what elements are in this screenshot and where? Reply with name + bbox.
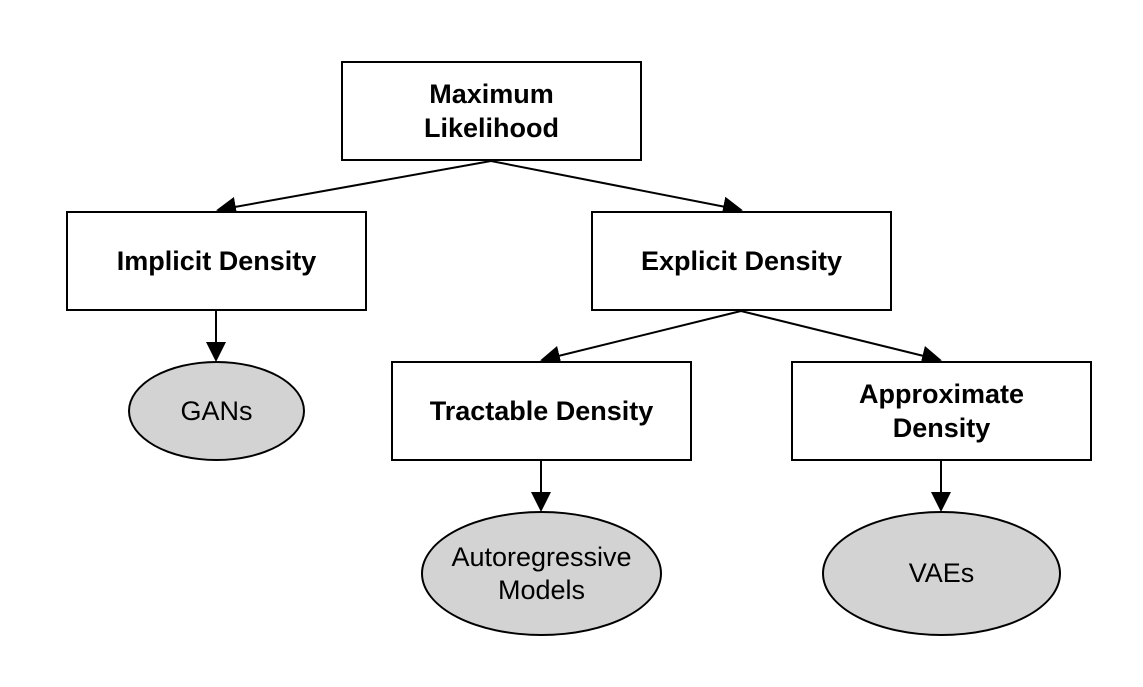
node-label: Explicit Density xyxy=(640,246,843,276)
node-gans: GANs xyxy=(128,361,305,461)
node-label: GANs xyxy=(180,395,253,426)
node-label: VAEs xyxy=(908,558,975,588)
node-autoregressive-models: Autoregressive Models xyxy=(421,511,662,636)
node-explicit-density: Explicit Density xyxy=(591,211,892,311)
node-label-line: Autoregressive xyxy=(451,541,632,572)
edge-maximum-likelihood-to-explicit-density xyxy=(490,160,743,217)
node-vaes: VAEs xyxy=(822,511,1061,636)
edge-maximum-likelihood-to-implicit-density xyxy=(216,160,492,217)
edge-explicit-density-to-approximate-density xyxy=(740,310,942,366)
node-label-line: Density xyxy=(892,413,991,443)
node-label-line: Likelihood xyxy=(424,113,559,143)
node-label-line: Models xyxy=(497,574,586,605)
node-label: Tractable Density xyxy=(429,396,654,426)
edge-explicit-density-to-tractable-density xyxy=(540,310,742,366)
node-label-line: Maximum xyxy=(429,79,554,109)
node-label: Implicit Density xyxy=(116,246,317,276)
node-approximate-density: Approximate Density xyxy=(791,361,1092,461)
node-tractable-density: Tractable Density xyxy=(391,361,692,461)
node-label-line: Approximate xyxy=(858,379,1025,409)
node-implicit-density: Implicit Density xyxy=(66,211,367,311)
node-maximum-likelihood: Maximum Likelihood xyxy=(341,61,642,161)
